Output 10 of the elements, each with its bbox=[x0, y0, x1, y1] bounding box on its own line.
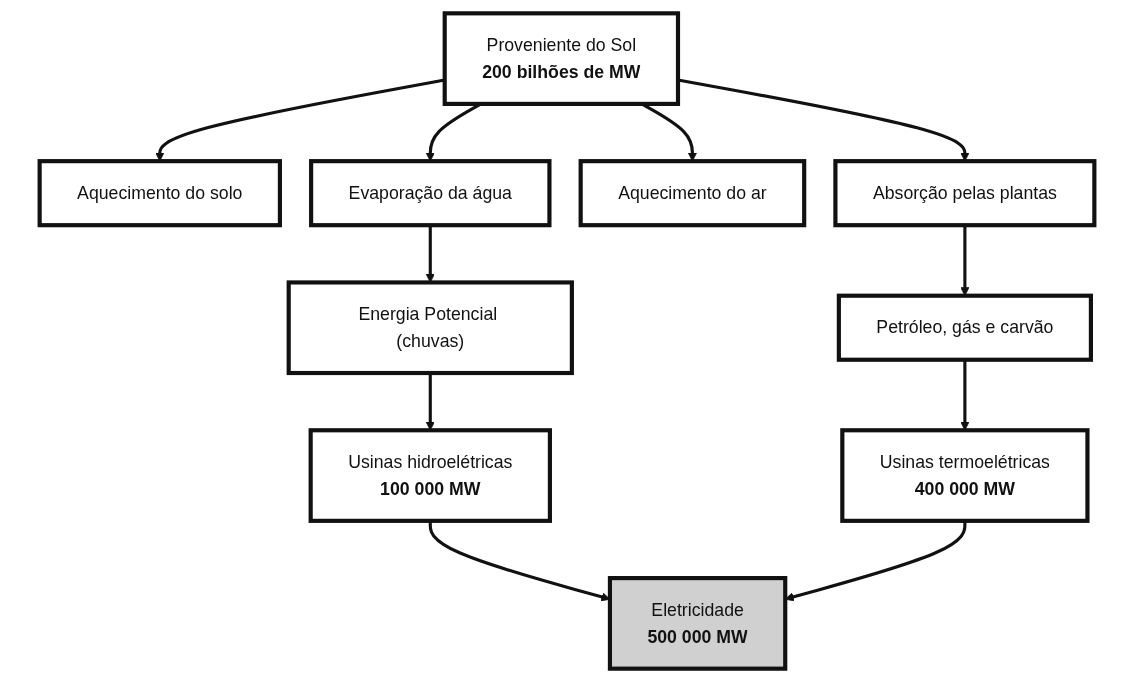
node-box: Petróleo, gás e carvão bbox=[836, 293, 1093, 362]
node-box: Usinas hidroelétricas 100 000 MW bbox=[308, 428, 552, 523]
node-box: Usinas termoelétricas 400 000 MW bbox=[840, 428, 1090, 523]
node-box: Evaporação da água bbox=[309, 159, 552, 228]
node-box: Eletricidade 500 000 MW bbox=[607, 576, 788, 671]
node-box: Absorção pelas plantas bbox=[833, 159, 1097, 228]
node-box: Aquecimento do solo bbox=[37, 159, 282, 228]
node-box: Energia Potencial (chuvas) bbox=[286, 280, 574, 376]
node-box: Proveniente do Sol 200 bilhões de MW bbox=[442, 11, 681, 106]
node-box: Aquecimento do ar bbox=[578, 159, 807, 228]
